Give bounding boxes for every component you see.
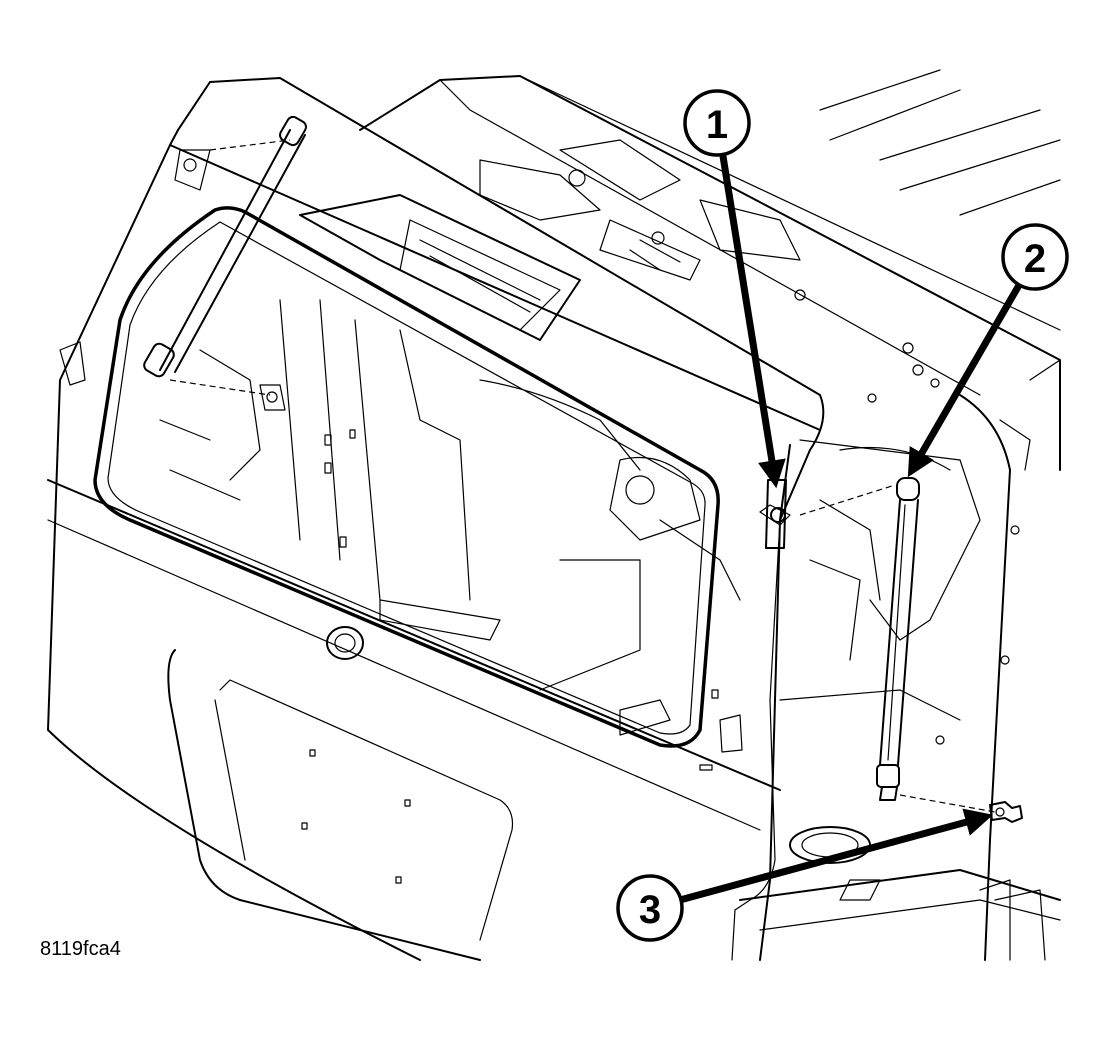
callout-2-label: 2 [1024,237,1046,281]
body-ball-stud [899,794,1023,823]
callout-1: 1 [683,89,751,157]
liftgate-ball-stud [759,479,791,549]
callout-3-label: 3 [639,888,661,932]
vehicle-body [359,69,1061,961]
leader-2 [907,276,1026,478]
leader-1 [718,146,786,489]
callout-1-label: 1 [706,103,728,147]
left-support-strut [143,115,307,411]
figure-id: 8119fca4 [40,938,121,960]
leader-3 [676,808,994,904]
liftgate [47,77,825,961]
callout-3: 3 [616,874,684,942]
right-support-strut [799,477,920,801]
callout-2: 2 [1001,223,1069,291]
